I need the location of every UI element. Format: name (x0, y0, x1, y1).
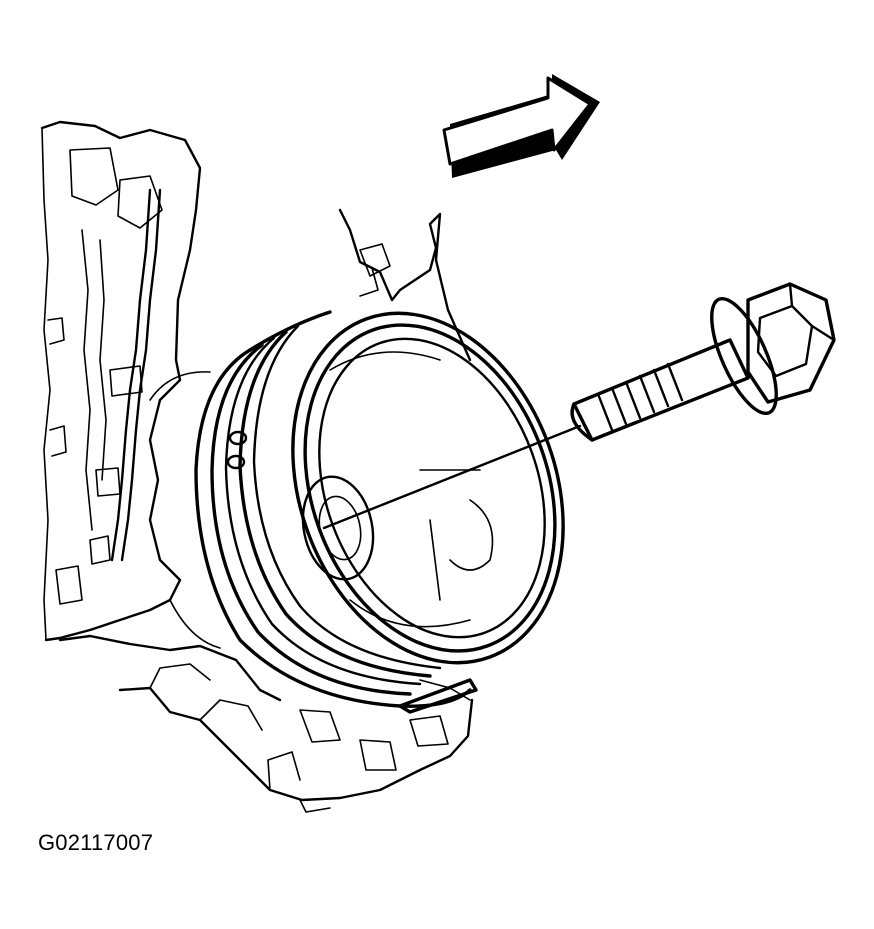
balancer-bolt (322, 282, 836, 530)
crankshaft-balancer (194, 310, 565, 714)
engine-block-outline (40, 120, 474, 813)
figure-id-label: G02117007 (38, 830, 154, 855)
direction-arrow (442, 74, 600, 178)
